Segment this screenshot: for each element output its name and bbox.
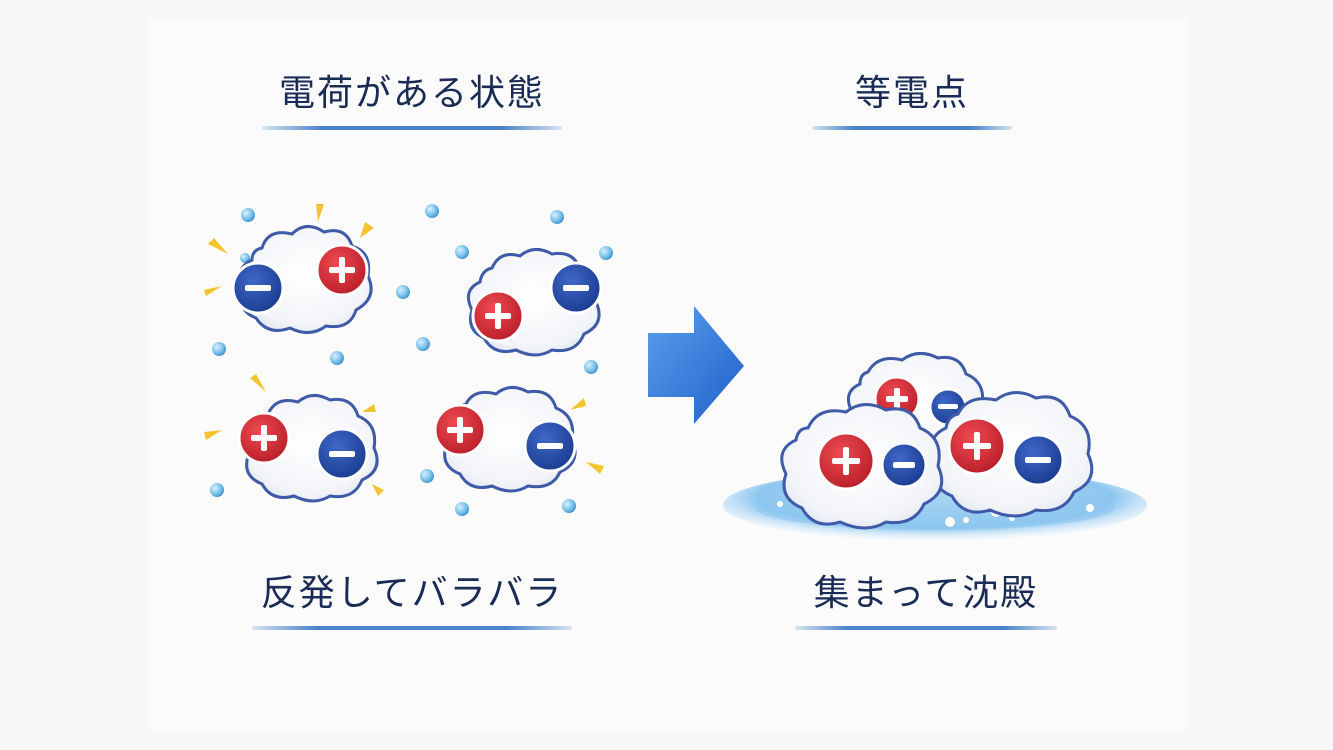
water-droplet xyxy=(584,360,598,374)
repulsion-sparks xyxy=(204,204,604,496)
spark xyxy=(316,204,324,222)
water-droplet xyxy=(420,469,434,483)
repel-caption: 反発してバラバラ xyxy=(252,572,572,630)
charged-state-title-text: 電荷がある状態 xyxy=(278,73,545,114)
spark xyxy=(250,374,266,392)
title-underline xyxy=(812,126,1012,130)
caption-underline xyxy=(252,626,572,630)
water-droplet xyxy=(599,246,613,260)
isoelectric-point-title: 等電点 xyxy=(812,72,1012,130)
spark xyxy=(372,484,384,496)
positive-charge-icon xyxy=(816,431,876,491)
precipitate-caption: 集まって沈殿 xyxy=(795,572,1057,630)
negative-charge-icon xyxy=(523,419,577,473)
negative-charge-icon xyxy=(315,427,369,481)
positive-charge-icon xyxy=(315,243,369,297)
spark xyxy=(208,238,228,254)
water-droplets xyxy=(210,204,613,516)
water-droplet xyxy=(550,210,564,224)
repel-caption-text: 反発してバラバラ xyxy=(260,573,564,614)
water-droplet xyxy=(416,337,430,351)
caption-underline xyxy=(795,626,1057,630)
spark xyxy=(362,404,376,412)
right-arrow-icon xyxy=(648,306,744,424)
water-droplet xyxy=(396,285,410,299)
negative-charge-icon xyxy=(231,261,285,315)
isoelectric-point-title-text: 等電点 xyxy=(854,73,969,114)
negative-charge-icon xyxy=(880,441,928,489)
positive-charge-icon xyxy=(433,403,487,457)
water-droplet xyxy=(562,499,576,513)
negative-charge-icon xyxy=(549,261,603,315)
precipitate-caption-text: 集まって沈殿 xyxy=(813,573,1039,614)
spark xyxy=(586,462,604,474)
water-droplet xyxy=(425,204,439,218)
water-droplet xyxy=(240,253,250,263)
title-underline xyxy=(262,126,562,130)
spark xyxy=(204,286,222,296)
water-droplet xyxy=(241,208,255,222)
negative-charge-icon xyxy=(1011,433,1065,487)
spark xyxy=(360,222,374,238)
water-droplet xyxy=(210,483,224,497)
positive-charge-icon xyxy=(947,416,1007,476)
charged-state-title: 電荷がある状態 xyxy=(262,72,562,130)
water-droplet xyxy=(330,351,344,365)
spark xyxy=(570,398,586,410)
positive-charge-icon xyxy=(471,289,525,343)
water-droplet xyxy=(455,245,469,259)
water-droplet xyxy=(212,342,226,356)
positive-charge-icon xyxy=(237,411,291,465)
spark xyxy=(204,430,222,440)
water-droplet xyxy=(455,502,469,516)
